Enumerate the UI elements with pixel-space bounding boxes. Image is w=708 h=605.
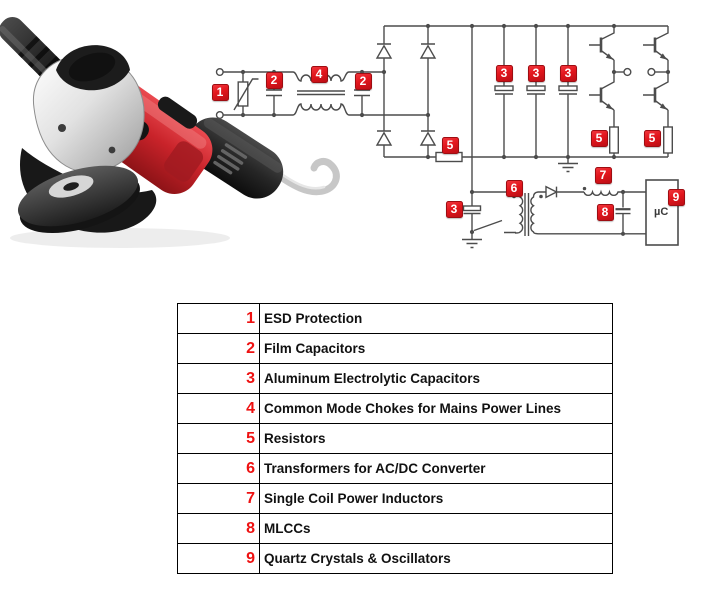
legend-row-9: 9 Quartz Crystals & Oscillators <box>177 543 613 574</box>
marker-transformer: 6 <box>505 179 523 197</box>
legend-row-3: 3 Aluminum Electrolytic Capacitors <box>177 363 613 394</box>
legend-label: ESD Protection <box>259 303 613 334</box>
legend-row-4: 4 Common Mode Chokes for Mains Power Lin… <box>177 393 613 424</box>
power-electronics-schematic: µC <box>215 23 679 249</box>
power-inductor-symbol <box>582 186 646 196</box>
electrolytic-capacitor-symbol-1 <box>494 26 514 157</box>
switch-symbol <box>473 219 516 234</box>
legend-row-1: 1 ESD Protection <box>177 303 613 334</box>
legend-label: MLCCs <box>259 513 613 544</box>
legend-label: Resistors <box>259 423 613 454</box>
legend-number: 4 <box>177 393 260 424</box>
grinder-shadow <box>10 228 230 248</box>
marker-aux-capacitor: 3 <box>445 200 463 218</box>
disc-nut <box>63 182 79 191</box>
legend-label: Transformers for AC/DC Converter <box>259 453 613 484</box>
microcontroller-box <box>645 179 679 246</box>
legend-number: 9 <box>177 543 260 574</box>
junction-dots <box>240 23 671 236</box>
output-terminal-2 <box>647 67 656 77</box>
electrolytic-capacitor-symbol-2 <box>526 26 546 157</box>
marker-mlcc: 8 <box>596 203 614 221</box>
marker-resistor-1: 5 <box>590 129 608 147</box>
electrolytic-capacitor-symbol-3 <box>558 26 578 157</box>
aux-capacitor-symbol <box>462 192 482 232</box>
ground-symbol-bus <box>558 157 578 173</box>
marker-electrolytic-cap-2: 3 <box>527 64 545 82</box>
angle-grinder-photo <box>0 17 340 248</box>
legend-number: 2 <box>177 333 260 364</box>
ground-symbol-aux <box>462 232 482 249</box>
legend-label: Film Capacitors <box>259 333 613 364</box>
legend-label: Aluminum Electrolytic Capacitors <box>259 363 613 394</box>
power-cord <box>264 157 340 196</box>
ac-input-terminal-bottom <box>215 110 224 119</box>
microcontroller-label: µC <box>654 206 668 218</box>
half-bridge-resistor-symbol-2 <box>663 126 674 154</box>
marker-electrolytic-cap-3: 3 <box>559 64 577 82</box>
handle-vent-slots <box>213 143 248 175</box>
output-terminal-1 <box>623 67 632 77</box>
output-diode-symbol <box>545 185 584 199</box>
legend-number: 5 <box>177 423 260 454</box>
bridge-rectifier <box>375 26 437 157</box>
marker-power-inductor: 7 <box>594 166 612 184</box>
legend-number: 6 <box>177 453 260 484</box>
marker-film-capacitor-2: 2 <box>354 72 372 90</box>
mlcc-capacitor-symbol <box>615 192 631 234</box>
legend-row-6: 6 Transformers for AC/DC Converter <box>177 453 613 484</box>
grinding-disc <box>17 165 140 234</box>
legend-row-7: 7 Single Coil Power Inductors <box>177 483 613 514</box>
series-resistor-symbol <box>435 151 463 163</box>
head-bolt-1 <box>58 124 66 132</box>
varistor-symbol <box>233 72 259 115</box>
grinder-rear-handle <box>186 117 284 199</box>
marker-film-capacitor-1: 2 <box>265 71 283 89</box>
legend-row-5: 5 Resistors <box>177 423 613 454</box>
legend-label: Common Mode Chokes for Mains Power Lines <box>259 393 613 424</box>
marker-electrolytic-cap-1: 3 <box>495 64 513 82</box>
marker-series-resistor: 5 <box>441 136 459 154</box>
legend-number: 8 <box>177 513 260 544</box>
component-legend-table: 1 ESD Protection 2 Film Capacitors 3 Alu… <box>177 303 613 574</box>
legend-label: Quartz Crystals & Oscillators <box>259 543 613 574</box>
legend-number: 7 <box>177 483 260 514</box>
head-bolt-2 <box>108 146 116 154</box>
marker-common-mode-choke: 4 <box>310 65 328 83</box>
grinder-spindle-cap <box>68 52 116 82</box>
legend-number: 1 <box>177 303 260 334</box>
legend-row-8: 8 MLCCs <box>177 513 613 544</box>
marker-quartz-oscillator: 9 <box>667 188 685 206</box>
marker-resistor-2: 5 <box>643 129 661 147</box>
legend-number: 3 <box>177 363 260 394</box>
transistor-half-bridge-2 <box>643 26 674 157</box>
common-mode-choke-symbol <box>292 71 428 116</box>
half-bridge-resistor-symbol-1 <box>609 126 620 154</box>
switch-slider <box>157 96 198 129</box>
legend-label: Single Coil Power Inductors <box>259 483 613 514</box>
legend-row-2: 2 Film Capacitors <box>177 333 613 364</box>
marker-esd-protection: 1 <box>211 83 229 101</box>
ac-input-terminal-top <box>215 67 224 76</box>
transistor-half-bridge-1 <box>589 26 632 157</box>
